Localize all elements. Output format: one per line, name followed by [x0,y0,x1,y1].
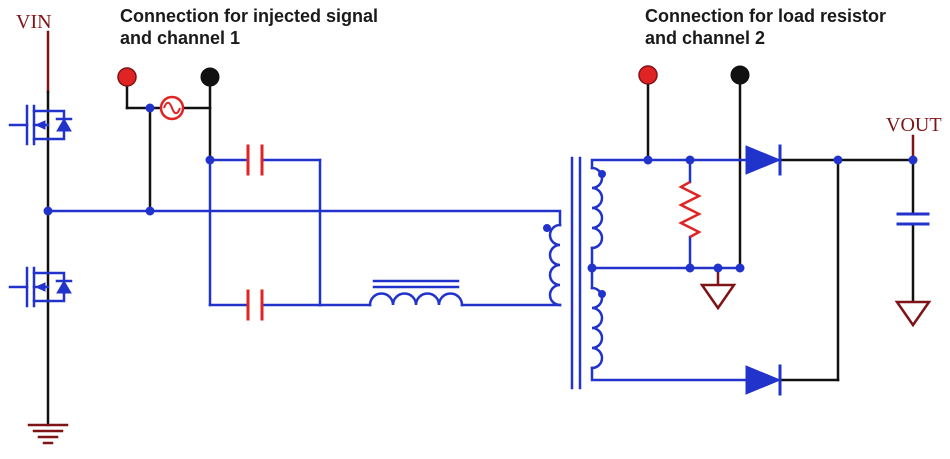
rectifier-diode-top [745,144,782,176]
low-side-mosfet [8,266,73,308]
body-diode-triangle [56,280,72,294]
capacitor-plates [246,144,264,176]
output-capacitor [896,212,930,226]
transformer-core [570,156,582,390]
secondary-winding-bottom [590,286,604,370]
junction-dot [643,155,653,165]
transformer [543,156,606,390]
vin-label: VIN [16,11,52,33]
chassis-ground-icon [699,283,737,311]
power-stage-wires [46,158,748,382]
resistor-zigzag [678,180,702,239]
ch1-black-probe-jack-icon [200,67,220,87]
earth-ground-icon [27,423,69,445]
body-diode-triangle [56,118,72,132]
junction-dot [145,206,155,216]
secondary-bottom-polarity-dot [598,290,606,298]
injection-annotation-line2: and channel 1 [120,28,240,48]
junction-dot [685,155,695,165]
rectifier-diode-bottom [745,364,782,396]
capacitor-plates [896,212,930,226]
junction-dot [908,155,918,165]
load-annotation-line2: and channel 2 [645,28,765,48]
output-wires [778,134,915,382]
secondary-bottom-wire [590,366,748,382]
input-ground-symbol [27,423,69,445]
return-ground-symbol [699,283,737,311]
high-side-mosfet [8,104,73,146]
junction-dot [833,155,843,165]
source-arrow [34,282,46,292]
primary-polarity-dot [543,224,551,232]
inductor-coil [368,292,464,307]
ch1-red-probe-jack-icon [117,67,137,87]
ch2-black-probe-jack-icon [730,65,750,85]
primary-winding [548,223,562,307]
output-ground-symbol [894,300,932,328]
resonant-cap-top [246,144,264,176]
chassis-ground-icon [894,300,932,328]
junction-dot [145,103,155,113]
sine-wave-icon [163,101,181,115]
vout-label: VOUT [886,114,942,136]
load-annotation-line1: Connection for load resistor [645,6,886,26]
load-resistor [678,180,702,239]
ac-signal-source [159,95,185,121]
inductor-core-bars [372,279,460,289]
capacitor-plates [246,289,264,321]
junction-dots [43,103,918,273]
secondary-top-polarity-dot [598,170,606,178]
diode-triangle [745,145,782,175]
body-diode-leads [46,109,66,141]
injection-annotation: Connection for injected signal and chann… [120,6,378,48]
source-arrow [34,120,46,130]
probe-lead-wires [125,82,742,270]
junction-dot [713,263,723,273]
junction-dot [685,263,695,273]
junction-dot [735,263,745,273]
injection-annotation-line1: Connection for injected signal [120,6,378,26]
switch-node-wire [46,209,562,227]
diode-triangle [745,365,782,395]
secondary-top-wire [590,158,748,170]
junction-dot [43,206,53,216]
ch2-red-probe-jack-icon [638,65,658,85]
junction-dot [205,155,215,165]
resonant-inductor [368,279,464,307]
resonant-cap-bottom [246,289,264,321]
junction-dot [587,263,597,273]
secondary-winding-top [590,166,604,250]
load-annotation: Connection for load resistor and channel… [645,6,886,48]
body-diode-leads [46,271,66,303]
